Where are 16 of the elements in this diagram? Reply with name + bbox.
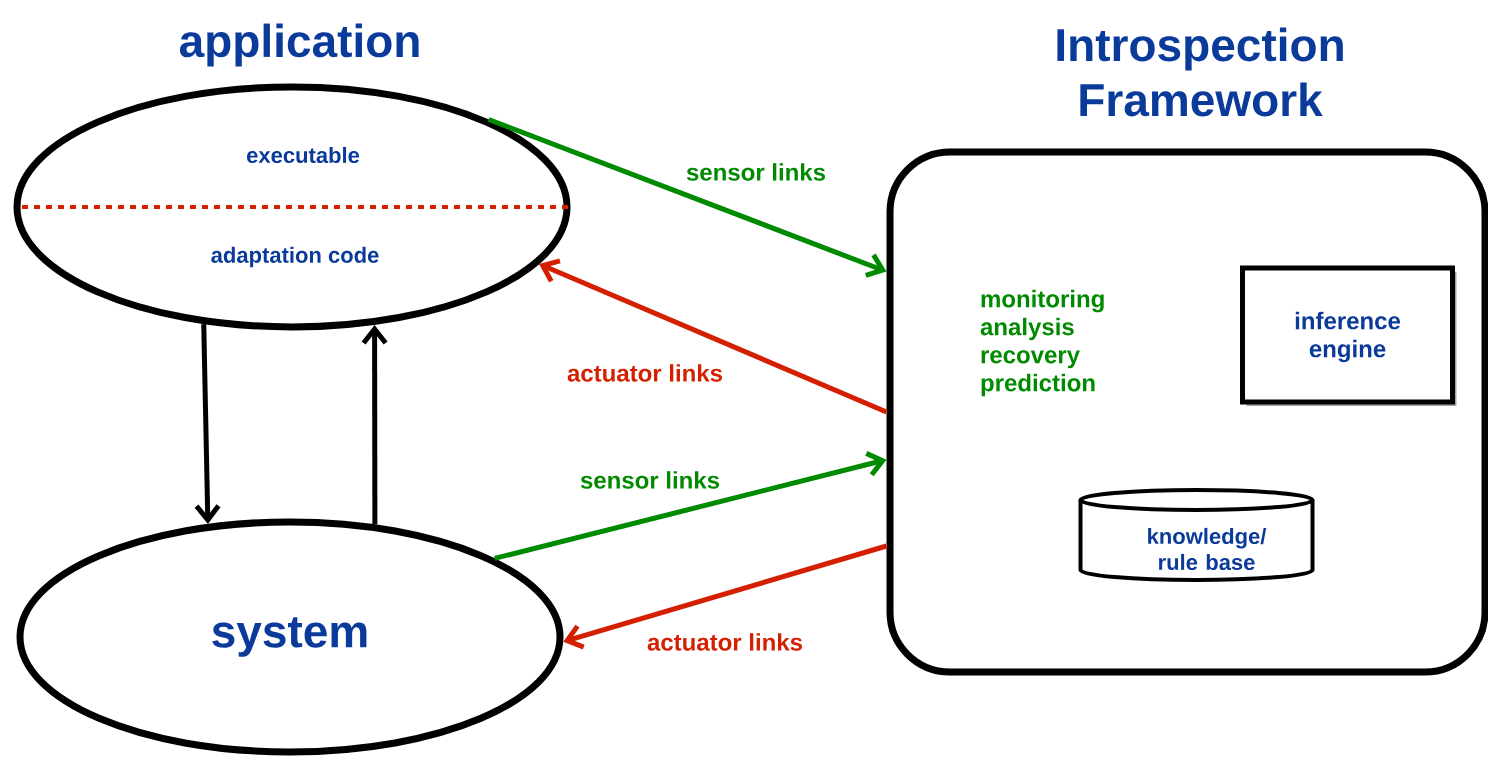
edge-label: actuator links (565, 362, 726, 384)
label: executable (247, 146, 360, 164)
arrow (539, 258, 888, 415)
arrow (563, 543, 888, 650)
arrow (487, 117, 887, 278)
arrow (194, 324, 221, 524)
heading: Introspection Framework (1057, 27, 1343, 117)
arrow (494, 451, 887, 561)
label: system (212, 617, 367, 657)
edge-label: actuator links (645, 631, 806, 653)
heading: application (179, 23, 419, 67)
edge-label: sensor links (684, 161, 829, 183)
edge-label: sensor links (578, 469, 723, 491)
label: adaptation code (211, 246, 379, 268)
arrow (361, 324, 388, 525)
label: monitoring analysis recovery prediction (980, 289, 1104, 397)
